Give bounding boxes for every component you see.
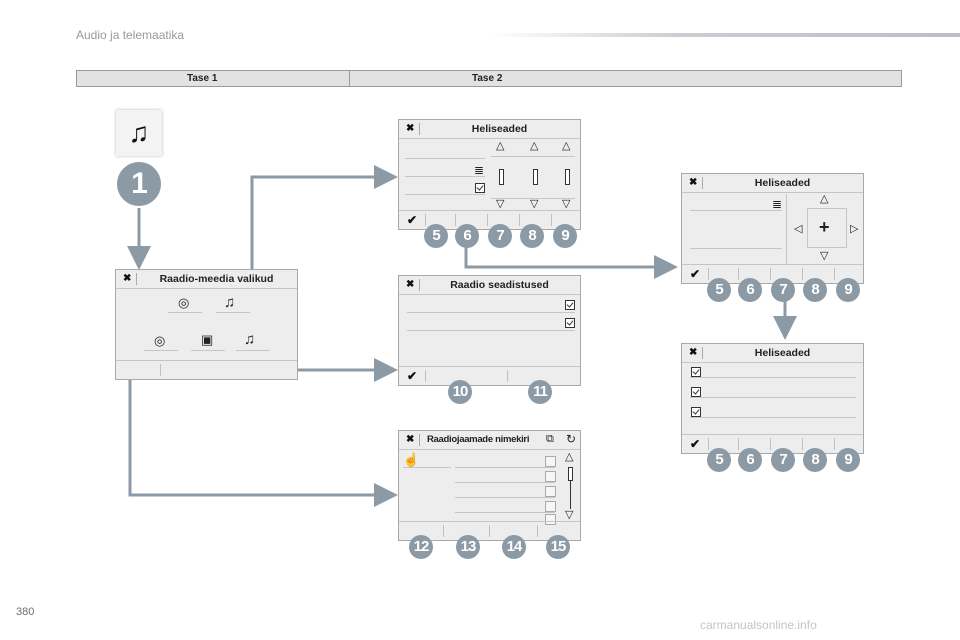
callout-badge: 6 — [738, 448, 762, 472]
eq-slider-handle[interactable] — [499, 169, 504, 185]
callout-badge: 7 — [488, 224, 512, 248]
callout-badge: 5 — [707, 448, 731, 472]
screen-title: Raadiojaamade nimekiri — [427, 434, 530, 445]
level-badge-1: 1 — [117, 162, 161, 206]
callout-badge: 8 — [803, 448, 827, 472]
checkbox-icon[interactable] — [565, 318, 575, 328]
callout-badge: 7 — [771, 448, 795, 472]
checkmark-icon[interactable]: ✔ — [690, 267, 701, 281]
close-icon[interactable]: ✖ — [406, 279, 415, 290]
close-icon[interactable]: ✖ — [406, 434, 415, 445]
level-1-label: Tase 1 — [187, 73, 218, 84]
section-title: Audio ja telemaatika — [76, 28, 185, 42]
hand-pointer-icon[interactable]: ☝ — [403, 452, 420, 467]
list-icon[interactable]: ≣ — [474, 163, 485, 177]
checkbox-icon[interactable] — [691, 367, 701, 377]
callout-badge: 6 — [738, 278, 762, 302]
callout-badge: 9 — [836, 278, 860, 302]
screen-station-list: ✖ Raadiojaamade nimekiri ⧉ ↻ ☝ △ ▽ — [398, 430, 581, 541]
radio-wave-icon[interactable]: ◎ — [154, 333, 166, 348]
checkbox-icon[interactable] — [475, 183, 485, 193]
close-icon[interactable]: ✖ — [689, 347, 698, 358]
close-icon[interactable]: ✖ — [689, 177, 698, 188]
eq-down-arrow-icon[interactable]: ▽ — [496, 198, 505, 210]
eq-up-arrow-icon[interactable]: △ — [562, 140, 571, 152]
level-divider — [349, 71, 350, 86]
radio-wave-icon[interactable]: ◎ — [178, 295, 190, 310]
watermark: carmanualsonline.info — [700, 618, 817, 632]
callout-badge: 7 — [771, 278, 795, 302]
screen-sound-settings-eq: ✖ Heliseaded △ △ △ ≣ ▽ ▽ ▽ ✔ — [398, 119, 581, 230]
header-rule — [490, 33, 960, 37]
callout-badge: 9 — [553, 224, 577, 248]
checkmark-icon[interactable]: ✔ — [690, 437, 701, 451]
station-favorite-box[interactable] — [545, 456, 556, 467]
page-number: 380 — [16, 606, 35, 618]
eq-slider-handle[interactable] — [565, 169, 570, 185]
balance-cursor-icon[interactable]: + — [819, 217, 830, 237]
checkbox-icon[interactable] — [691, 387, 701, 397]
music-note-icon[interactable]: ♫ — [224, 294, 236, 311]
contact-card-icon[interactable]: ▣ — [201, 332, 214, 347]
refresh-icon[interactable]: ↻ — [566, 432, 577, 446]
screen-title: Raadio-meedia valikud — [159, 273, 274, 285]
scroll-up-arrow-icon[interactable]: △ — [565, 451, 574, 463]
balance-down-arrow-icon[interactable]: ▽ — [820, 250, 829, 262]
checkmark-icon[interactable]: ✔ — [407, 213, 418, 227]
balance-up-arrow-icon[interactable]: △ — [820, 193, 829, 205]
screen-sound-settings-balance: ✖ Heliseaded ≣ △ ◁ + ▷ ▽ ✔ — [681, 173, 864, 284]
scroll-thumb[interactable] — [568, 467, 573, 481]
callout-badge: 5 — [424, 224, 448, 248]
balance-right-arrow-icon[interactable]: ▷ — [850, 223, 859, 235]
balance-left-arrow-icon[interactable]: ◁ — [794, 223, 803, 235]
checkmark-icon[interactable]: ✔ — [407, 369, 418, 383]
eq-down-arrow-icon[interactable]: ▽ — [530, 198, 539, 210]
checkbox-icon[interactable] — [565, 300, 575, 310]
music-source-icon[interactable]: ♫ — [116, 110, 162, 156]
callout-badge: 13 — [456, 535, 480, 559]
station-favorite-box[interactable] — [545, 471, 556, 482]
callout-badge: 15 — [546, 535, 570, 559]
callout-badge: 9 — [836, 448, 860, 472]
close-icon[interactable]: ✖ — [406, 123, 415, 134]
callout-badge: 14 — [502, 535, 526, 559]
list-icon[interactable]: ≣ — [772, 197, 783, 211]
callout-badge: 12 — [409, 535, 433, 559]
callout-badge: 11 — [528, 380, 552, 404]
eq-down-arrow-icon[interactable]: ▽ — [562, 198, 571, 210]
eq-up-arrow-icon[interactable]: △ — [496, 140, 505, 152]
level-bar: Tase 1 Tase 2 — [76, 70, 902, 87]
screen-radio-settings: ✖ Raadio seadistused ✔ — [398, 275, 581, 386]
level-2-label: Tase 2 — [472, 73, 503, 84]
screen-radio-media-options: ✖ Raadio-meedia valikud ◎ ♫ ◎ ▣ ♫ — [115, 269, 298, 380]
callout-badge: 8 — [803, 278, 827, 302]
close-icon[interactable]: ✖ — [123, 273, 132, 284]
checkbox-icon[interactable] — [691, 407, 701, 417]
station-favorite-box[interactable] — [545, 501, 556, 512]
callout-badge: 10 — [448, 380, 472, 404]
callout-badge: 8 — [520, 224, 544, 248]
station-favorite-box[interactable] — [545, 514, 556, 525]
music-note-icon[interactable]: ♫ — [244, 331, 256, 348]
screen-title: Heliseaded — [754, 347, 811, 359]
screen-title: Heliseaded — [471, 123, 528, 135]
screen-title: Raadio seadistused — [450, 279, 549, 291]
eq-up-arrow-icon[interactable]: △ — [530, 140, 539, 152]
sort-icon[interactable]: ⧉ — [546, 433, 554, 445]
arrow-eq-to-balance — [464, 247, 678, 279]
eq-slider-handle[interactable] — [533, 169, 538, 185]
screen-sound-settings-options: ✖ Heliseaded ✔ — [681, 343, 864, 454]
callout-badge: 6 — [455, 224, 479, 248]
screen-title: Heliseaded — [754, 177, 811, 189]
station-favorite-box[interactable] — [545, 486, 556, 497]
scroll-down-arrow-icon[interactable]: ▽ — [565, 509, 574, 521]
callout-badge: 5 — [707, 278, 731, 302]
